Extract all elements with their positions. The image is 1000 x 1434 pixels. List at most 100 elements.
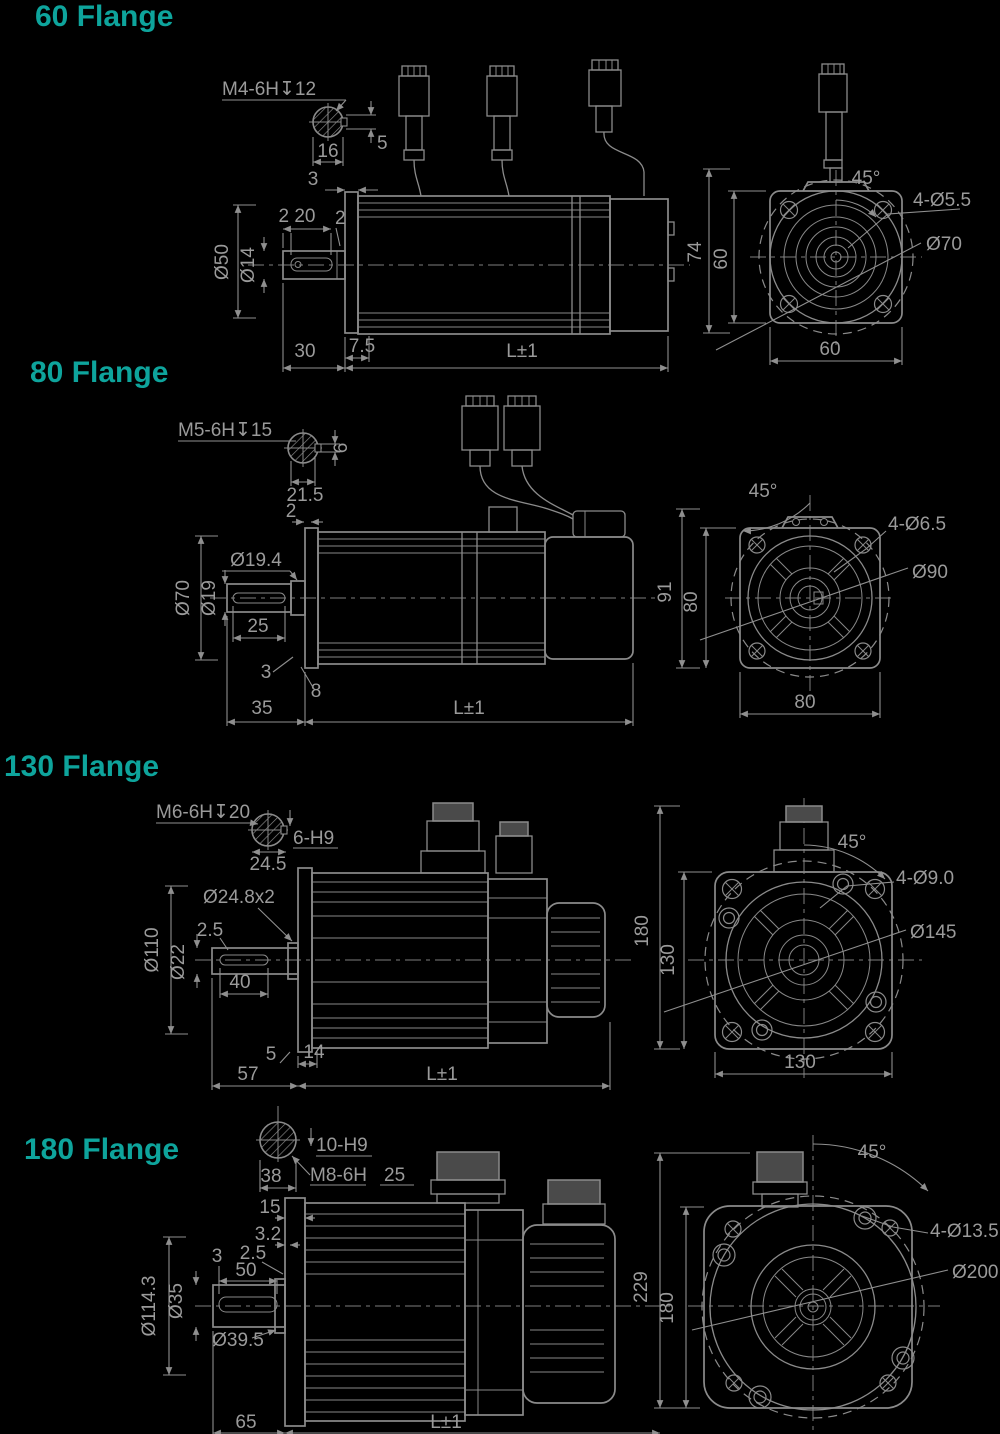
dim-key-len-80: 25 bbox=[247, 616, 268, 637]
dim-boss-dia-180: Ø39.5 bbox=[212, 1330, 264, 1351]
dim-holes-180: 4-Ø13.5 bbox=[930, 1221, 999, 1242]
dim-hub-width-60: 16 bbox=[317, 141, 338, 162]
flange80-side-view: M5-6H↧15 21.5 6 2 Ø19.4 Ø70 Ø19 25 3 8 3… bbox=[173, 395, 660, 726]
dim-key-dims-60: 2 20 bbox=[279, 206, 316, 227]
dim-body-len-130: L±1 bbox=[426, 1064, 458, 1085]
dim-angle-60: 45° bbox=[852, 168, 881, 189]
dim-key-spec-180: 10-H9 bbox=[316, 1135, 368, 1156]
dim-bolt-circle-180: Ø200 bbox=[952, 1262, 998, 1283]
dim-angle-130: 45° bbox=[838, 832, 867, 853]
dim-flange-step-60: 7.5 bbox=[349, 336, 375, 357]
dim-hub-width-130: 24.5 bbox=[250, 854, 287, 875]
flange130-front-view: 45° 4-Ø9.0 Ø145 180 130 130 bbox=[632, 798, 956, 1078]
fan-vanes bbox=[753, 909, 855, 1011]
flange60-front-view: 45° 4-Ø5.5 Ø70 74 60 60 bbox=[685, 63, 971, 365]
dim-pilot-dia-60: Ø50 bbox=[212, 244, 233, 280]
dim-flange-w-60: 60 bbox=[819, 339, 840, 360]
dim-shaft-len-60: 30 bbox=[294, 341, 315, 362]
section-title-130: 130 Flange bbox=[4, 750, 160, 783]
dim-total-h-80: 91 bbox=[655, 581, 676, 602]
dim-angle-180: 45° bbox=[858, 1142, 887, 1163]
dim-shaft-dia-60: Ø14 bbox=[238, 247, 259, 283]
mounting-holes bbox=[748, 536, 872, 660]
dim-key-len-130: 40 bbox=[229, 972, 250, 993]
dim-boss-dia-130: Ø24.8x2 bbox=[203, 887, 275, 908]
dim-total-h-60: 74 bbox=[685, 241, 706, 263]
dim-flange-h-60: 60 bbox=[711, 248, 732, 269]
section-title-180: 180 Flange bbox=[24, 1133, 180, 1166]
dim-hub-width-180: 38 bbox=[260, 1166, 281, 1187]
dim-key-offset-60: 5 bbox=[377, 133, 388, 154]
dim-angle-80: 45° bbox=[749, 481, 778, 502]
dim-thread-60: M4-6H↧12 bbox=[222, 79, 316, 100]
dim-pilot-dia-130: Ø110 bbox=[142, 927, 163, 972]
dim-key-end-60: 2 bbox=[335, 208, 346, 229]
connector-towers bbox=[420, 802, 533, 874]
dim-thread-depth-180: 25 bbox=[384, 1165, 405, 1186]
shaft-detail-180 bbox=[256, 1106, 300, 1162]
fan-vanes bbox=[774, 1268, 852, 1346]
connector-tower bbox=[752, 1151, 808, 1208]
flange60-side-view: M4-6H↧12 16 5 3 2 20 2 Ø50 Ø14 30 7.5 L±… bbox=[212, 59, 690, 372]
dim-body-len-80: L±1 bbox=[453, 698, 485, 719]
dim-thread-180: M8-6H bbox=[310, 1165, 367, 1186]
dim-body-len-60: L±1 bbox=[506, 341, 538, 362]
dim-flange-h-80: 80 bbox=[681, 591, 702, 612]
dim-thread-80: M5-6H↧15 bbox=[178, 420, 272, 441]
dim-step-80: 8 bbox=[311, 681, 322, 702]
dim-chamfer-80: 3 bbox=[261, 662, 272, 683]
dim-flange-gap-60: 3 bbox=[308, 169, 319, 190]
mounting-holes bbox=[718, 873, 887, 1043]
dim-shaft-dia-80: Ø19 bbox=[199, 580, 220, 616]
shaft-detail-80 bbox=[284, 429, 322, 467]
dim-pilot-dia-180: Ø114.3 bbox=[139, 1276, 160, 1337]
dim-step-130: 14 bbox=[303, 1042, 325, 1063]
dim-flange-w-130: 130 bbox=[784, 1052, 816, 1073]
mounting-holes bbox=[712, 1206, 915, 1409]
dim-key-len-180: 50 bbox=[235, 1260, 256, 1281]
flange180-front-view: 45° 4-Ø13.5 Ø200 229 180 bbox=[631, 1135, 999, 1434]
dim-bolt-circle-130: Ø145 bbox=[910, 922, 956, 943]
dim-holes-130: 4-Ø9.0 bbox=[896, 868, 954, 889]
connector-towers bbox=[430, 1151, 606, 1225]
section-title-60: 60 Flange bbox=[35, 0, 174, 33]
dim-3-180: 3 bbox=[212, 1246, 223, 1267]
connector-cables bbox=[461, 395, 626, 538]
connector-tower bbox=[818, 63, 848, 183]
flange80-front-view: 45° 4-Ø6.5 Ø90 91 80 80 bbox=[655, 481, 948, 718]
dim-thread-130: M6-6H↧20 bbox=[156, 802, 250, 823]
dim-shaft-len-180: 65 bbox=[235, 1412, 256, 1433]
dim-15-180: 15 bbox=[259, 1197, 280, 1218]
dim-holes-60: 4-Ø5.5 bbox=[913, 190, 971, 211]
dim-3-2-180: 3.2 bbox=[255, 1224, 281, 1245]
dim-holes-80: 4-Ø6.5 bbox=[888, 514, 946, 535]
dim-flange-h-180: 180 bbox=[657, 1292, 678, 1324]
dim-flange-w-80: 80 bbox=[794, 692, 815, 713]
fan-vanes bbox=[769, 557, 851, 639]
dim-total-h-180: 229 bbox=[631, 1271, 652, 1303]
dim-bolt-circle-60: Ø70 bbox=[926, 234, 962, 255]
dim-body-len-180: L±1 bbox=[430, 1412, 462, 1433]
dim-flange-lip-80: 2 bbox=[286, 501, 297, 522]
connector-tower bbox=[773, 805, 835, 873]
dim-key-spec-130: 6-H9 bbox=[293, 828, 334, 849]
dim-hub-width-80: 21.5 bbox=[287, 485, 324, 506]
dim-shaft-dia-180: Ø35 bbox=[166, 1283, 187, 1319]
dim-bolt-circle-80: Ø90 bbox=[912, 562, 948, 583]
flange180-side-view: 10-H9 M8-6H 25 38 15 3.2 2.5 3 50 Ø114.3… bbox=[139, 1106, 670, 1434]
dim-shaft-dia-130: Ø22 bbox=[168, 944, 189, 980]
dim-key-offset-80: 6 bbox=[331, 443, 352, 454]
shaft-detail-60 bbox=[309, 103, 348, 141]
dim-2-5-180: 2.5 bbox=[240, 1243, 266, 1264]
dim-total-h-130: 180 bbox=[632, 915, 653, 947]
dim-flange-h-130: 130 bbox=[658, 944, 679, 976]
dim-boss-dia-80: Ø19.4 bbox=[230, 550, 282, 571]
connector-towers bbox=[398, 59, 645, 197]
shaft-detail-130 bbox=[248, 810, 288, 850]
dim-pilot-dia-80: Ø70 bbox=[173, 580, 194, 616]
dim-shaft-len-80: 35 bbox=[251, 698, 272, 719]
section-title-80: 80 Flange bbox=[30, 356, 169, 389]
flange130-side-view: M6-6H↧20 24.5 6-H9 Ø24.8x2 2.5 Ø110 Ø22 … bbox=[142, 802, 635, 1090]
